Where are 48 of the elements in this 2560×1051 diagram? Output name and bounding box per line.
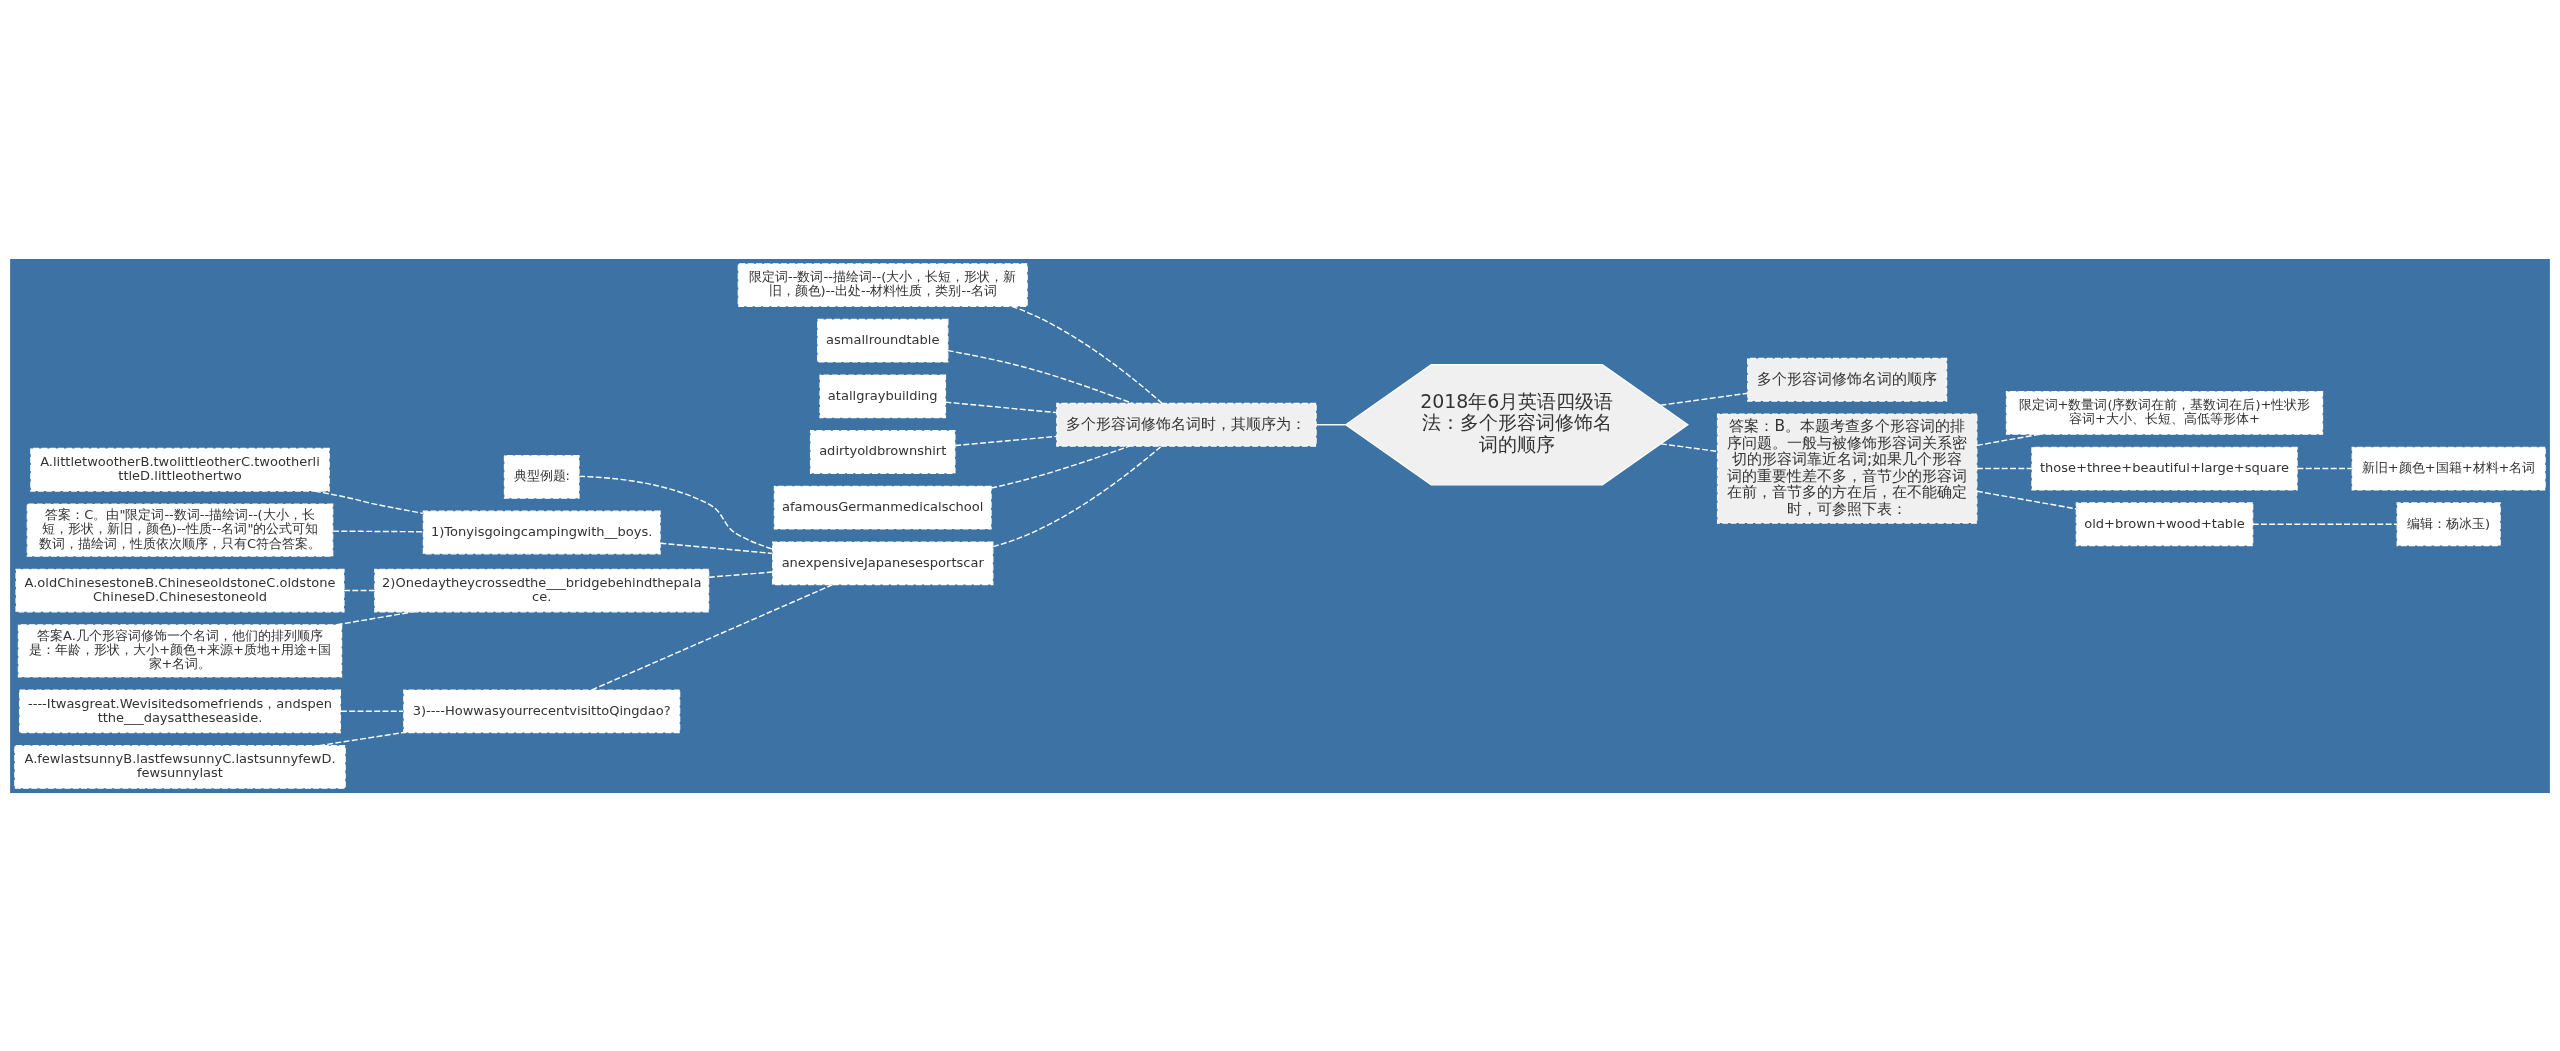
node-box: 答案：B。本题考查多个形容词的排序问题。一般与被修饰形容词关系密切的形容词靠近名词;如果几个形容词的重要性差不多，音节少的形容词在前，音节多的方在后，在不能确定时，可参照下表： bbox=[1716, 413, 1978, 524]
node-box: 典型例题: bbox=[503, 454, 580, 499]
connector bbox=[332, 529, 424, 532]
connector bbox=[336, 610, 415, 625]
connector bbox=[340, 710, 404, 712]
connector bbox=[1660, 442, 1719, 452]
connector bbox=[591, 583, 834, 691]
connector bbox=[2252, 523, 2398, 525]
connector bbox=[318, 731, 405, 746]
connector bbox=[954, 435, 1058, 446]
connector bbox=[578, 475, 773, 550]
node-box: afamousGermanmedicalschool bbox=[773, 485, 992, 530]
node-box: 编辑：杨冰玉) bbox=[2396, 501, 2501, 546]
connector bbox=[708, 570, 774, 578]
node-box: 限定词+数量词(序数词在前，基数词在后)+性状形容词+大小、长短、高低等形体+ bbox=[2005, 390, 2324, 435]
connector bbox=[1976, 433, 2041, 446]
connector bbox=[1011, 305, 1163, 404]
connector bbox=[947, 349, 1134, 404]
connector bbox=[659, 542, 773, 554]
connector bbox=[1976, 490, 2077, 509]
connector bbox=[944, 400, 1058, 413]
node-box: 多个形容词修饰名词的顺序 bbox=[1747, 357, 1948, 402]
node-box: adirtyoldbrownshirt bbox=[809, 429, 956, 474]
node-box: ----Itwasgreat.Wevisitedsomefriends，andspentthe___daysattheseaside. bbox=[19, 688, 342, 733]
node-box: 答案：C。由"限定词--数词--描绘词--(大小，长短，形状，新旧，颜色)--性质--名词"的公式可知数词，描绘词，性质依次顺序，只有C符合答案。 bbox=[26, 503, 334, 557]
node-box: 答案A.几个形容词修饰一个名词，他们的排列顺序是：年龄，形状，大小+颜色+来源+质地+用途+国家+名词。 bbox=[17, 623, 343, 678]
node-box: 新旧+颜色+国籍+材料+名词 bbox=[2351, 446, 2546, 490]
connector bbox=[1976, 467, 2033, 469]
connector bbox=[2296, 467, 2353, 469]
node-box: old+brown+wood+table bbox=[2075, 501, 2254, 546]
node-box: atallgraybuilding bbox=[819, 373, 947, 418]
connector bbox=[343, 589, 376, 591]
node-box: A.littletwootherB.twolittleotherC.twootherlittleD.littleothertwo bbox=[30, 447, 330, 492]
connector bbox=[314, 489, 424, 514]
connector bbox=[990, 444, 1130, 489]
connector bbox=[992, 444, 1163, 547]
connector bbox=[1659, 392, 1749, 406]
node-box: A.oldChinesestoneB.ChineseoldstoneC.oldstoneChineseD.Chinesestoneold bbox=[15, 568, 345, 612]
connector bbox=[1315, 423, 1346, 425]
node-box: anexpensiveJapanesesportscar bbox=[772, 540, 994, 585]
node-box: 2)Onedaytheycrossedthe___bridgebehindthepalace. bbox=[374, 568, 710, 612]
node-box: 多个形容词修饰名词时，其顺序为： bbox=[1056, 402, 1317, 447]
node-box: A.fewlastsunnyB.lastfewsunnyC.lastsunnyfewD.fewsunnylast bbox=[14, 744, 346, 789]
node-box: 限定词--数词--描绘词--(大小，长短，形状，新旧，颜色)--出处--材料性质，类别--名词 bbox=[737, 262, 1028, 307]
node-box: asmallroundtable bbox=[817, 318, 949, 363]
node-box: those+three+beautiful+large+square bbox=[2031, 446, 2298, 490]
node-box: 3)----HowwasyourrecentvisittoQingdao? bbox=[403, 688, 681, 733]
node-box: 1)Tonyisgoingcampingwith__boys. bbox=[422, 510, 661, 554]
